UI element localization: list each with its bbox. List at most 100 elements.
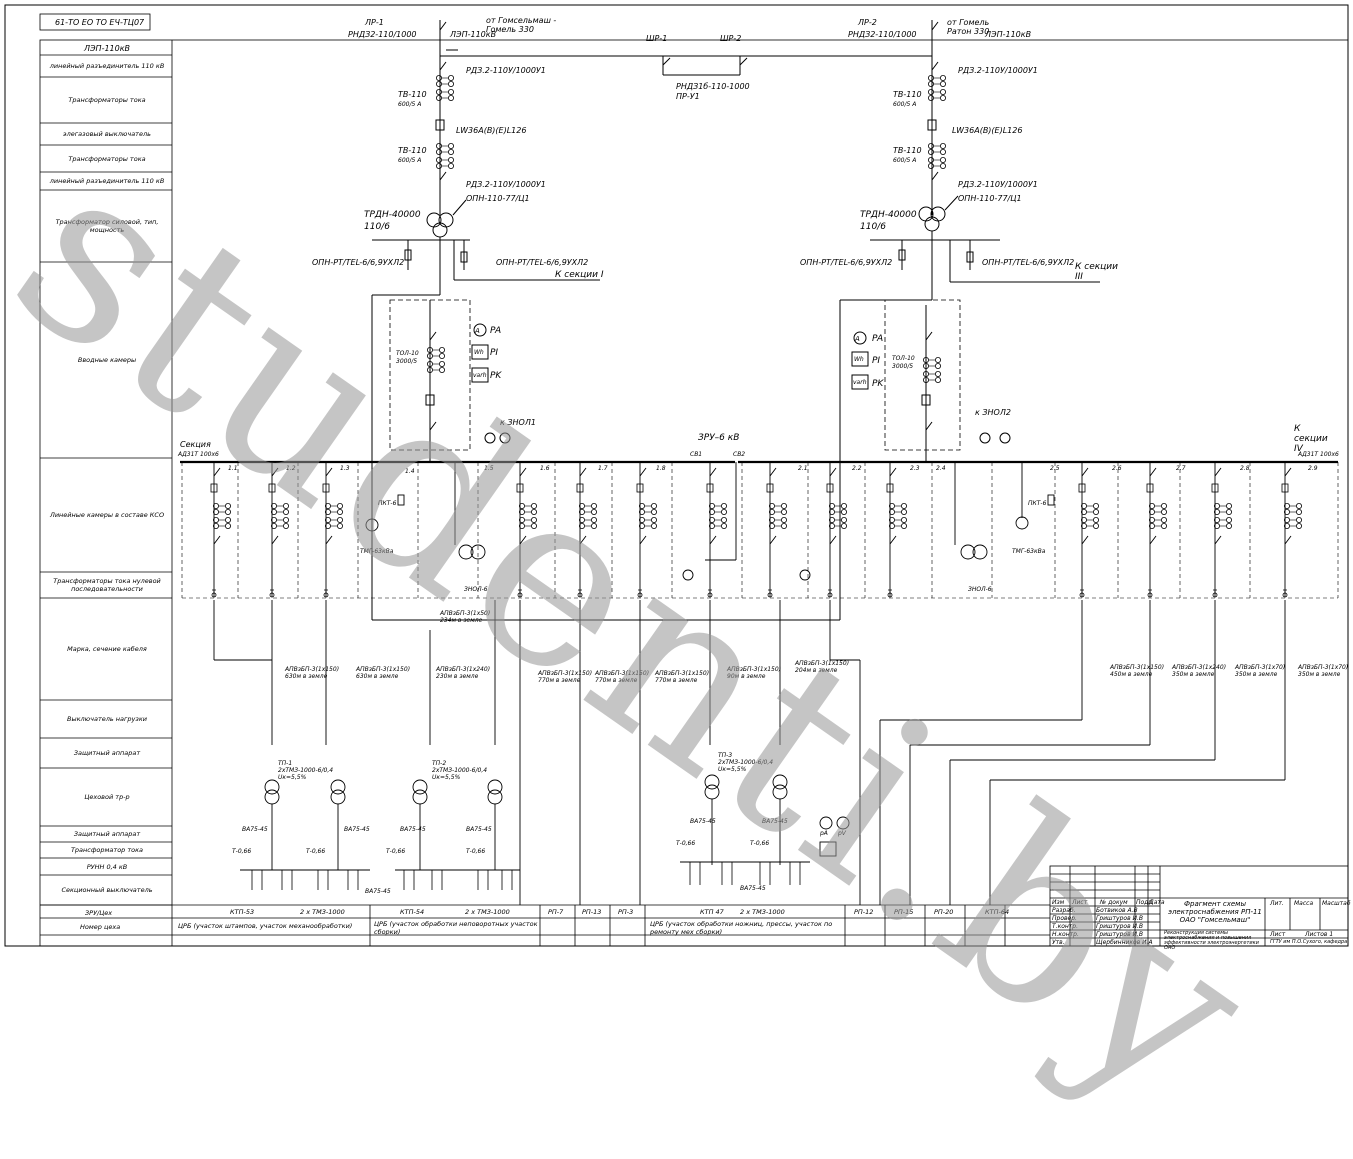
drawing-title: Фрагмент схемы электроснабжения РП-11 ОА… (1168, 900, 1262, 924)
cable-label: АПВзБП-3(1х150) 770м в земле (595, 670, 650, 684)
cell-id: 1.7 (598, 465, 608, 472)
arrester-label: ОПН-110-77/Ц1 (466, 194, 530, 203)
breaker-label: ВА75-45 (466, 826, 492, 833)
row-label: Секционный выключатель (61, 886, 153, 894)
source-label: от Гомель Ратон 330 (947, 18, 990, 36)
vt-label: ЗНОЛ-6 (968, 586, 992, 593)
table-header: ЛЭП-110кВ (83, 43, 131, 53)
row-label: РУНН 0,4 кВ (86, 862, 128, 871)
cell-id: 2.3 (910, 465, 920, 472)
varh-meter-icon: varh (853, 379, 867, 386)
ct-ratio: 3000/5 (892, 363, 914, 370)
aux-transformer-label: ТМГ-63кВа (1012, 548, 1046, 555)
cell-id: 2.9 (1308, 465, 1318, 472)
busbar-label: АД31Т 100х6 (1298, 451, 1339, 458)
cell-id: 2.1 (798, 465, 808, 472)
cell-id: 1.8 (656, 465, 666, 472)
breaker-label: ВА75-45 (690, 818, 716, 825)
cell-id: 1.1 (228, 465, 238, 472)
tb-role: Утв. (1052, 939, 1065, 946)
tb-role: Т.контр. (1052, 923, 1079, 930)
drawing-subtitle: Реконструкция системы электроснабжения и… (1164, 930, 1259, 951)
line-label: ЛЭП-110кВ (450, 30, 497, 39)
drawing-stamp: 61-ТО ЕО ТО ЕЧ-ТЦ07 (55, 18, 145, 27)
sec-switch-label: СВ1 (690, 451, 703, 458)
disconnector-label: РДЗ.2-110У/1000У1 (466, 66, 546, 75)
tp-label: ТП-3 (718, 752, 733, 759)
pkt-label: ПКТ-6 (1028, 500, 1047, 507)
arrester-label: ОПН-РТ/TEL-6/6,9УХЛ2 (496, 258, 589, 267)
pkt-label: ПКТ-6 (378, 500, 397, 507)
switchgear-name: ЗРУ–6 кВ (698, 433, 740, 443)
breaker-label: ВА75-45 (242, 826, 268, 833)
cell-id: 2.4 (936, 465, 946, 472)
tb-role: Н.контр. (1052, 931, 1079, 938)
row-label: Трансформаторы тока нулевой последовател… (53, 577, 161, 593)
bottom-label: Номер цеха (80, 923, 121, 931)
tp-label: ТП-1 (278, 760, 293, 767)
tp-uk: Uк=5,5% (718, 766, 747, 773)
ct-label: Т-0,66 (676, 840, 696, 847)
ct-label: ТВ-110 (398, 90, 427, 99)
ct-label: ТВ-110 (893, 146, 922, 155)
cell-id: 1.4 (405, 468, 415, 475)
cell-id: 1.2 (286, 465, 296, 472)
rp-name: РП-7 (548, 908, 564, 916)
cable-label: АПВзБП-3(1х240) 230м в земле (436, 666, 491, 680)
row-label: Цеховой тр-р (84, 793, 130, 801)
feeder-name: ЛР-1 (365, 18, 384, 27)
rp-name: РП-15 (894, 908, 914, 916)
tp-type: 2хТМЗ-1000-6/0,4 (718, 759, 774, 766)
cell-id: 2.2 (852, 465, 862, 472)
ct-label: ТВ-110 (893, 90, 922, 99)
ct-label: ТОЛ-10 (396, 350, 419, 357)
meter-label: pV (838, 830, 846, 837)
cell-id: 2.6 (1112, 465, 1122, 472)
disconnector-label: РДЗ.2-110У/1000У1 (958, 180, 1038, 189)
aux-transformer-label: ТМГ-63кВа (360, 548, 394, 555)
wh-meter-icon: Wh (854, 356, 864, 363)
disconnector-label: РНДЗ2-110/1000 (848, 30, 917, 39)
row-label: Выключатель нагрузки (66, 715, 148, 723)
source-label: от Гомсельмаш - Гомель 330 (486, 16, 557, 34)
tb-sheet: Лист (1270, 931, 1286, 938)
ktp-transformers: 2 х ТМЗ-1000 (740, 908, 785, 916)
tb-head: Лист (1072, 899, 1088, 906)
cable-label: АПВзБП-3(1х50) 234м в земле (440, 610, 491, 624)
ktp-name: КТП-54 (400, 908, 425, 916)
cable-label: АПВзБП-3(1х150) 450м в земле (1110, 664, 1165, 678)
cable-label: АПВзБП-3(1х70) 350м в земле (1298, 664, 1349, 678)
ktp-transformers: 2 х ТМЗ-1000 (300, 908, 345, 916)
ktp-name: КТП 47 (700, 908, 724, 916)
meter-label: PI (872, 356, 881, 366)
cell-id: 1.6 (540, 465, 550, 472)
ktp-desc: ЦРБ (участок штампов, участок механообра… (178, 922, 353, 930)
enol-label: к ЗНОЛ1 (500, 418, 536, 427)
cable-label: АПВзБП-3(1х150) 630м в земле (356, 666, 411, 680)
arrester-label: ОПН-РТ/TEL-6/6,9УХЛ2 (982, 258, 1075, 267)
ct-ratio: 600/5 А (893, 157, 917, 164)
ct-label: Т-0,66 (386, 848, 406, 855)
tp-uk: Uк=5,5% (278, 774, 307, 781)
tb-org: ГГТУ им П.О.Сухого, кафедра (1270, 939, 1348, 945)
busbar-label: АД31Т 100х6 (178, 451, 219, 458)
arrester-label: ОПН-РТ/TEL-6/6,9УХЛ2 (800, 258, 893, 267)
cable-label: АПВзБП-3(1х150) 630м в земле (285, 666, 340, 680)
sec-switch-label: СВ2 (733, 451, 746, 458)
cable-label: АПВзБП-3(1х150) 90м в земле (727, 666, 782, 680)
row-label: Защитный аппарат (73, 830, 141, 838)
schematic-sheet (4, 4, 1349, 947)
tp-uk: Uк=5,5% (432, 774, 461, 781)
tb-role: Разраб. (1052, 907, 1076, 914)
ktp-name: КТП-53 (230, 908, 255, 916)
tb-sheets: Листов 1 (1305, 931, 1334, 938)
arrester-label: ОПН-РТ/TEL-6/6,9УХЛ2 (312, 258, 405, 267)
tb-head: Изм (1052, 899, 1065, 906)
rp-name: РП-20 (934, 908, 954, 916)
ct-label: Т-0,66 (750, 840, 770, 847)
tb-head: Подп (1136, 899, 1153, 906)
cell-id: 2.5 (1050, 465, 1060, 472)
sr-label: ШР-2 (720, 34, 742, 43)
ct-ratio: 3000/5 (396, 358, 418, 365)
section-label: Секция (180, 440, 211, 449)
